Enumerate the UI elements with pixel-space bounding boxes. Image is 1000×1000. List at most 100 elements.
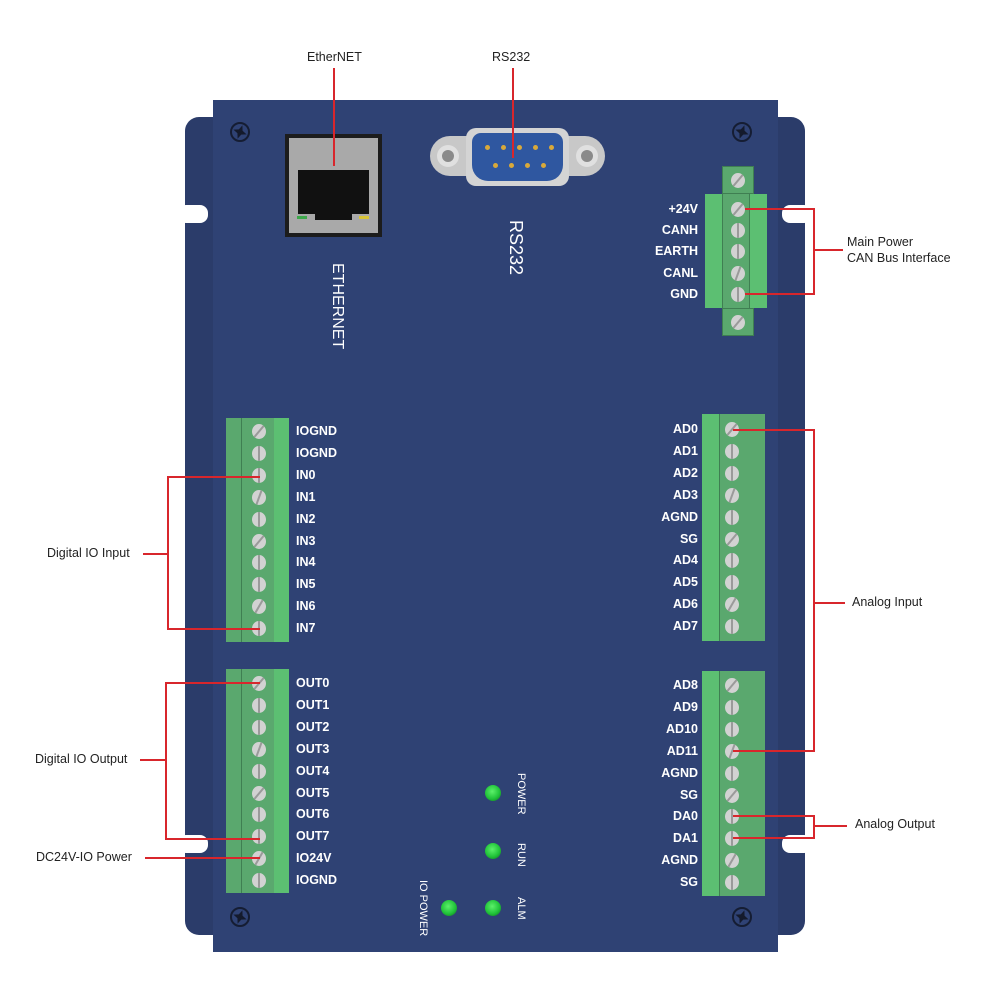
terminal-screw-icon [725, 531, 739, 547]
terminal-pin-label: AD1 [672, 443, 698, 458]
terminal-pin-label: IOGND [296, 424, 337, 438]
screw-icon [732, 122, 752, 142]
callout-line [512, 68, 514, 158]
terminal-pin-label: AD5 [672, 575, 698, 590]
power-led-label: POWER [515, 773, 527, 815]
terminal-screw-icon [725, 487, 739, 503]
terminal-pin-label: EARTH [654, 244, 698, 259]
terminal-screw-icon [252, 467, 266, 483]
terminal-screw-icon [731, 286, 745, 302]
terminal-pin-label: IN5 [296, 577, 316, 592]
terminal-screw-icon [252, 741, 266, 757]
terminal-screw-icon [731, 202, 745, 217]
terminal-screw-icon [252, 873, 266, 889]
terminal-pin-label: AD11 [666, 743, 698, 758]
callout-line [813, 208, 815, 295]
terminal-screw-icon [725, 721, 739, 737]
terminal-screw-icon [725, 465, 739, 481]
terminal-screw-icon [252, 719, 266, 735]
terminal-screw-icon [252, 533, 266, 549]
terminal-pin-label: IN0 [296, 467, 316, 482]
terminal-screw-icon [252, 424, 266, 439]
terminal-screw-icon [725, 678, 739, 693]
run-led [485, 843, 501, 859]
callout-line [168, 476, 260, 478]
power-can-terminal-block [705, 194, 767, 308]
callout-line [813, 815, 815, 839]
digital-output-callout: Digital IO Output [35, 752, 128, 766]
terminal-screw-icon [252, 489, 266, 505]
terminal-pin-label: OUT5 [296, 785, 330, 800]
terminal-screw-icon [725, 575, 739, 591]
analog-input-callout: Analog Input [852, 595, 923, 609]
callout-line [733, 429, 815, 431]
alarm-led [485, 900, 501, 916]
terminal-pin-label: DA1 [672, 831, 698, 846]
terminal-screw-icon [252, 599, 266, 615]
analog-output-callout: Analog Output [855, 817, 935, 831]
alarm-led-label: ALM [515, 897, 527, 920]
terminal-screw-icon [725, 853, 739, 869]
terminal-screw-icon [725, 509, 739, 525]
terminal-pin-label: AD9 [672, 699, 698, 714]
terminal-screw-icon [725, 699, 739, 715]
terminal-pin-label: AD0 [672, 422, 698, 436]
callout-line [166, 838, 260, 840]
callout-line [166, 682, 260, 684]
callout-line [333, 68, 335, 166]
rs232-port[interactable] [430, 128, 605, 186]
callout-line [743, 208, 815, 210]
terminal-screw-icon [252, 785, 266, 801]
terminal-pin-label: AD8 [672, 678, 698, 692]
ethernet-panel-label: ETHERNET [329, 263, 346, 350]
terminal-screw-icon [725, 619, 739, 635]
terminal-screw-icon [252, 697, 266, 713]
screw-icon [230, 122, 250, 142]
terminal-pin-label: IN7 [296, 621, 316, 636]
digital-input-callout: Digital IO Input [47, 546, 130, 560]
terminal-screw-icon [725, 765, 739, 781]
terminal-pin-label: IOGND [296, 873, 337, 888]
callout-line [140, 759, 166, 761]
main-power-callout: Main Power CAN Bus Interface [847, 234, 951, 266]
callout-line [167, 476, 169, 630]
terminal-pin-label: DA0 [672, 809, 698, 824]
terminal-pin-label: AD7 [672, 619, 698, 634]
callout-line [733, 837, 815, 839]
terminal-pin-label: IN1 [296, 489, 316, 504]
terminal-pin-label: OUT1 [296, 697, 330, 712]
terminal-pin-label: GND [670, 286, 698, 301]
terminal-screw-icon [252, 807, 266, 823]
terminal-end-cap [722, 308, 754, 336]
terminal-pin-label: IN6 [296, 599, 316, 614]
callout-line [813, 825, 847, 827]
terminal-pin-label: AGND [661, 853, 698, 868]
terminal-screw-icon [725, 875, 739, 891]
terminal-pin-label: AD10 [666, 721, 698, 736]
terminal-screw-icon [725, 831, 739, 847]
screw-icon [230, 907, 250, 927]
terminal-screw-icon [725, 553, 739, 569]
callout-line [813, 429, 815, 752]
callout-line [143, 553, 168, 555]
terminal-pin-label: OUT0 [296, 676, 330, 690]
terminal-screw-icon [725, 597, 739, 613]
callout-line [168, 628, 260, 630]
terminal-pin-label: AD3 [672, 487, 698, 502]
callout-line [813, 249, 843, 251]
terminal-pin-label: AD2 [672, 465, 698, 480]
screw-icon [732, 907, 752, 927]
terminal-pin-label: IN2 [296, 511, 316, 526]
terminal-pin-label: OUT7 [296, 829, 330, 844]
terminal-pin-label: CANL [663, 265, 698, 280]
terminal-pin-label: OUT6 [296, 807, 330, 822]
terminal-pin-label: SG [679, 531, 698, 546]
rs232-callout: RS232 [492, 50, 531, 64]
power-led [485, 785, 501, 801]
callout-line [743, 293, 815, 295]
main-power-callout-line1: Main Power [847, 235, 913, 249]
terminal-pin-label: SG [679, 787, 698, 802]
terminal-screw-icon [252, 445, 266, 461]
terminal-pin-label: IOGND [296, 445, 337, 460]
terminal-screw-icon [725, 787, 739, 803]
